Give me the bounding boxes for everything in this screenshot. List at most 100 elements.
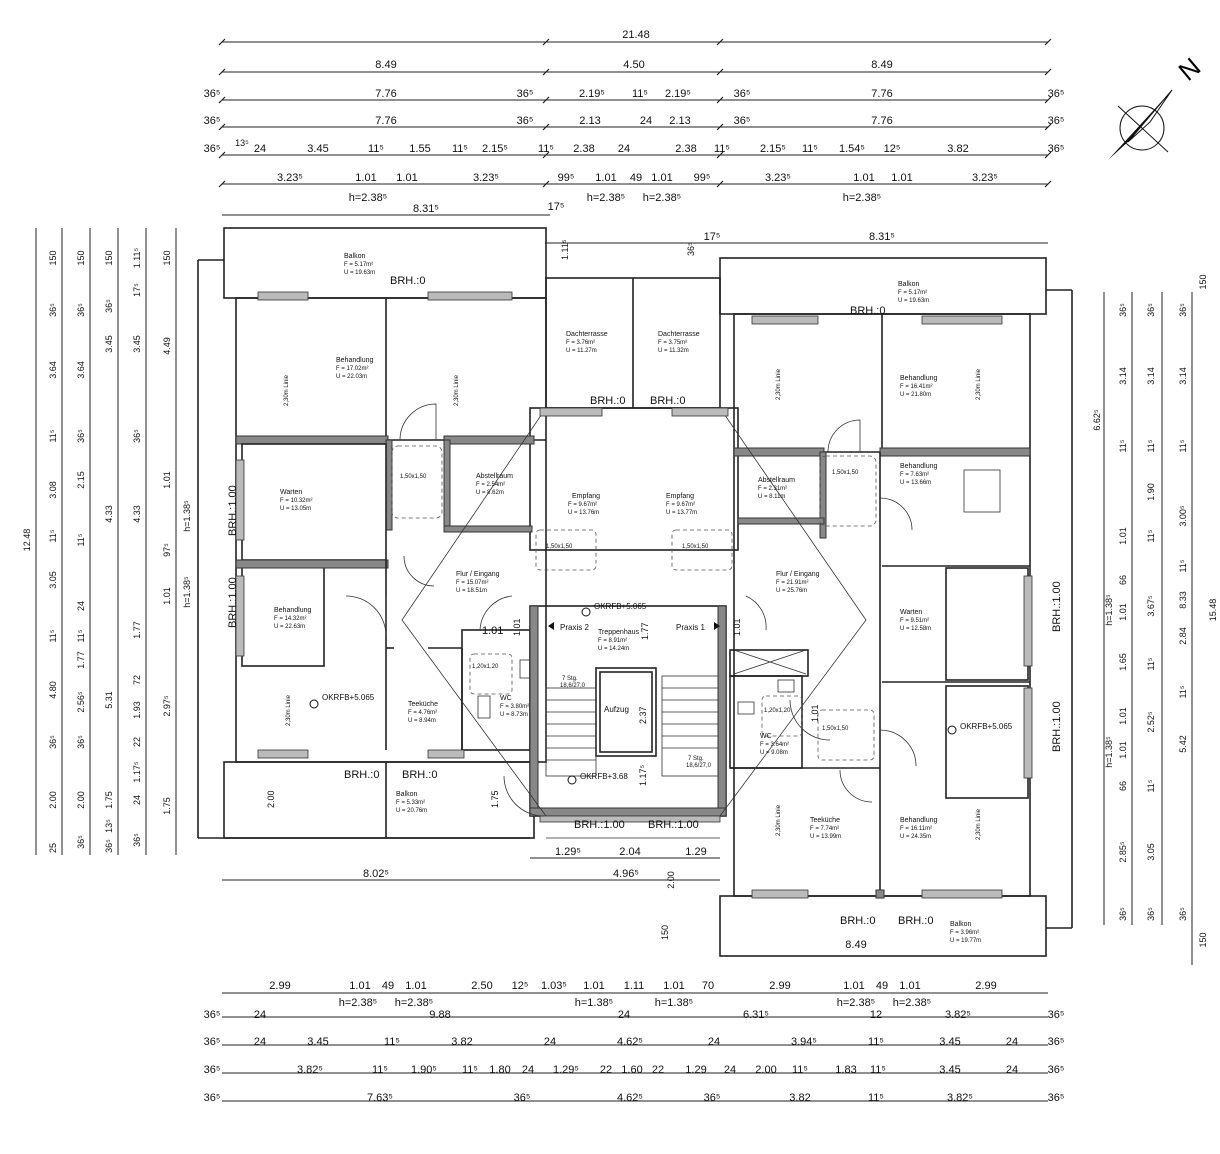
dim-b4-11: 1.29 (685, 1064, 706, 1076)
svg-text:U = 13.66m: U = 13.66m (900, 480, 931, 486)
svg-text:Behandlung: Behandlung (336, 357, 373, 364)
dim-b5-4: 36⁵ (704, 1092, 721, 1104)
dim-bm-6: 8.49 (845, 939, 866, 951)
praxis-2-label: Praxis 2 (560, 623, 589, 632)
dim-rh-0: h=1.38⁵ (1104, 594, 1114, 626)
svg-text:U = 11.32m: U = 11.32m (658, 348, 689, 354)
dim-top-r5-2: 24 (254, 143, 266, 155)
dim-r1b-0: 36⁵ (1146, 303, 1156, 317)
dim-b1-12: 1.01 (843, 980, 864, 992)
dim-top-r5-6: 11⁵ (452, 143, 468, 155)
svg-text:F = 5.33m²: F = 5.33m² (396, 800, 425, 806)
brh-label: BRH.:0 (850, 305, 885, 317)
brh-label: BRH.:0 (840, 915, 875, 927)
dim-top-r3-2: 36⁵ (517, 88, 534, 100)
svg-text:WC: WC (500, 695, 512, 702)
brh100-label: BRH.:1.00 (1051, 581, 1063, 632)
dim-bh-5: h=2.38⁵ (893, 997, 932, 1009)
dim-inline-1175: 1.17⁵ (638, 764, 648, 786)
svg-text:Balkon: Balkon (344, 253, 366, 260)
slope-line-label: 2,30m Linie (976, 368, 982, 400)
dim-l3-2: 3.64 (76, 361, 86, 379)
svg-text:F = 4.76m²: F = 4.76m² (408, 710, 437, 716)
dim-inline-175: 1.75 (490, 790, 500, 808)
bottom-dimensions: 2.99 1.01 49 1.01 2.50 12⁵ 1.03⁵ 1.01 1.… (204, 846, 1065, 1104)
dim-r1-6: 11⁵ (1146, 657, 1156, 670)
dim-l3-9: 2.56⁵ (76, 691, 86, 713)
dim-top-r6-6: 49 (630, 172, 642, 184)
dim-b1-6: 1.03⁵ (541, 980, 567, 992)
dim-b2-5: 6.31⁵ (743, 1009, 769, 1021)
dim-l4-5: 1.75 (104, 791, 114, 809)
dim-b3-10: 11⁵ (868, 1036, 884, 1048)
brh100-label: BRH.:1.00 (1051, 701, 1063, 752)
dim-b1-4: 2.50 (471, 980, 492, 992)
dim-b4-1: 3.82⁵ (297, 1064, 323, 1076)
dim-b4-18: 24 (1006, 1064, 1018, 1076)
dim-l2-1: 36⁵ (48, 303, 58, 317)
svg-text:Flur / Eingang: Flur / Eingang (456, 571, 500, 578)
dim-l3-8: 11⁵ (76, 629, 86, 642)
dim-b5-3: 4.62⁵ (617, 1092, 643, 1104)
slope-line-label: 2,30m Linie (454, 374, 460, 406)
dim-l2-8: 4.80 (48, 681, 58, 699)
dimension-tick (218, 68, 226, 76)
dimension-tick (1044, 38, 1052, 46)
dim-l4-7: 36⁵ (104, 839, 114, 853)
dimension-tick (218, 123, 226, 131)
dim-r3-3: 5.42 (1178, 735, 1188, 753)
dim-top-r5-12: 11⁵ (714, 143, 730, 155)
brh-label: BRH.:0 (390, 275, 425, 287)
dim-r4-0: 15.48 (1208, 599, 1218, 622)
turning-box: 1,50x1,50 (832, 470, 859, 476)
dim-l5-6: 72 (132, 675, 142, 685)
dim-b4-6: 24 (522, 1064, 534, 1076)
dim-l3-7: 1.77 (76, 651, 86, 669)
dim-l5-0: 1.11⁵ (132, 247, 142, 268)
svg-text:U = 13.76m: U = 13.76m (568, 510, 599, 516)
svg-text:Behandlung: Behandlung (900, 817, 937, 824)
slope-line-label: 2,30m Linie (286, 694, 292, 726)
svg-text:Abstellraum: Abstellraum (758, 477, 795, 484)
dim-l4-0: 150 (104, 250, 114, 265)
dim-l3-0: 150 (76, 250, 86, 265)
dim-top-r4-4: 24 (640, 115, 652, 127)
dim-l3-4: 2.15 (76, 471, 86, 489)
svg-text:F = 5.17m²: F = 5.17m² (344, 262, 373, 268)
dim-r1-8: 11⁵ (1146, 779, 1156, 792)
dim-top-r4-3: 2.13 (579, 115, 600, 127)
okrfb-right: OKRFB+5.065 (960, 722, 1013, 731)
turning-box: 1,50x1,50 (822, 726, 849, 732)
dim-top-r3-8: 36⁵ (1048, 88, 1065, 100)
dimension-tick (542, 151, 550, 159)
dim-top-h-0: h=2.38⁵ (349, 192, 388, 204)
dim-top-r8-0: 1.11⁵ (560, 239, 570, 260)
dim-top-r3-1: 7.76 (375, 88, 396, 100)
dim-l3-3: 36⁵ (76, 429, 86, 443)
svg-text:U = 14.24m: U = 14.24m (598, 646, 629, 652)
dim-l7-2: 1.01 (162, 471, 172, 489)
svg-text:Balkon: Balkon (396, 791, 418, 798)
room-flur-2: Flur / Eingang F = 21.91m² U = 25.76m (776, 571, 820, 594)
dim-b2-2: 24 (254, 1009, 266, 1021)
stair-ratio: 18,6/27,0 (560, 683, 586, 689)
dim-b4-17: 3.45 (939, 1064, 960, 1076)
dim-l5-9: 1.17⁵ (132, 761, 142, 783)
dim-l4-2: 3.45 (104, 335, 114, 353)
brh100-label: BRH.:1.00 (574, 819, 625, 831)
svg-text:Abstellraum: Abstellraum (476, 473, 513, 480)
stair-count: 7 Stg. (688, 756, 704, 762)
dim-r1c-1: 3.14 (1178, 367, 1188, 385)
dim-top-r3-4: 11⁵ (632, 88, 648, 100)
dim-top-r5-7: 2.15⁵ (482, 143, 508, 155)
svg-text:Warten: Warten (900, 609, 922, 616)
room-behandlung-5: Behandlung F = 16.11m² U = 24.35m (900, 817, 937, 840)
dim-b1-1: 1.01 (349, 980, 370, 992)
dim-b4-13: 2.00 (755, 1064, 776, 1076)
dim-b5-0: 36⁵ (204, 1092, 221, 1104)
dim-l3-6: 24 (76, 601, 86, 611)
dim-b4-15: 1.83 (835, 1064, 856, 1076)
dim-l7-6: 1.75 (162, 797, 172, 815)
room-treppenhaus: Treppenhaus F = 8.91m² U = 14.24m (598, 629, 639, 652)
dim-l5-8: 22 (132, 737, 142, 747)
